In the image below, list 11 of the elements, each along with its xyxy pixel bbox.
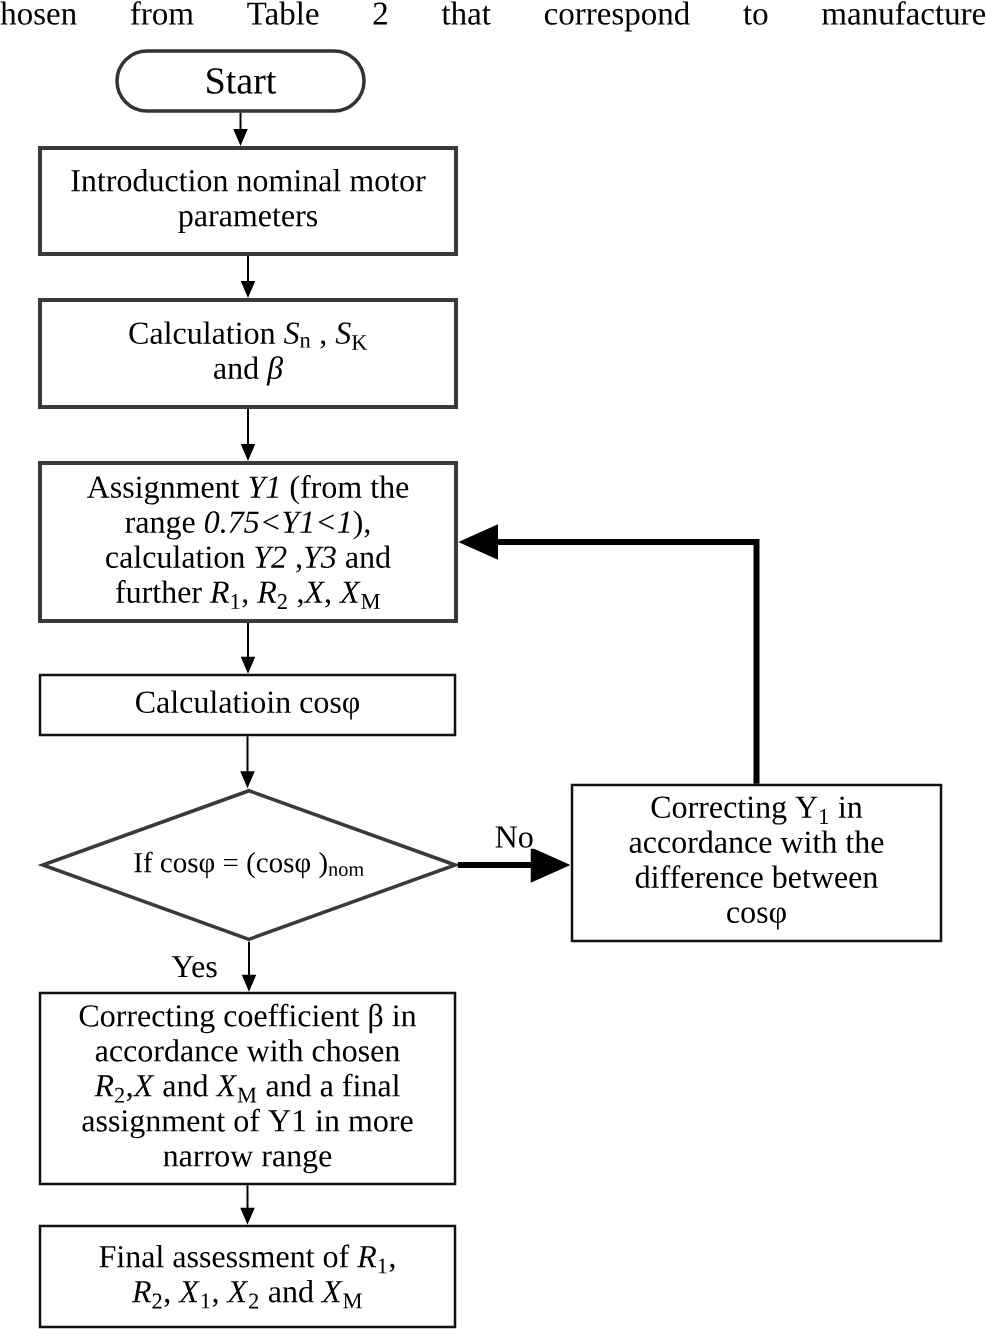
edge-label: Yes	[170, 955, 219, 979]
process-box: Correcting coefficient β in accordance with chosen R$_{2}$,X and X$_{M}$ and a final assignment of Y1 in more narrow range	[38, 991, 457, 1186]
body-text: hosen from Table 2 that correspond to manufacture	[0, 1, 986, 32]
process-box: Calculatioin cosφ	[38, 673, 457, 737]
start-terminal: Start	[115, 49, 366, 113]
process-box: Introduction nominal motor parameters	[38, 146, 458, 256]
process-box: Correcting Y$_{1}$ in accordance with the difference between cosφ	[570, 783, 943, 943]
process-box: Final assessment of R$_{1}$, R$_{2}$, X$_{1}$, X$_{2}$ and X$_{M}$	[38, 1224, 457, 1329]
edge-label: No	[493, 825, 535, 849]
process-box: Calculation S$_{n}$ , S$_{K}$ and β	[38, 298, 458, 409]
process-box: Assignment Y1 (from the range 0.75<Y1<1), calculation Y2 ,Y3 and further R$_{1}$, R$_{2}$ ,X, X$_{M}$	[38, 461, 458, 623]
